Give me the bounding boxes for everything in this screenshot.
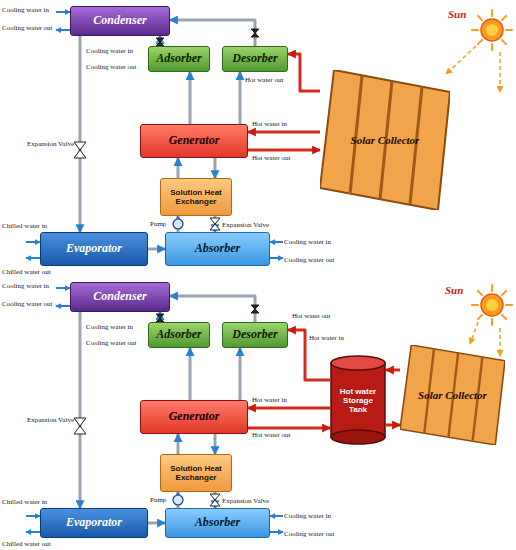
component-box: Generator [140, 124, 248, 158]
flow-label: Cooling water in [284, 512, 331, 520]
sun-label: Sun [448, 8, 466, 20]
hot-water-pipe [248, 131, 320, 134]
refrigerant-pipe [189, 72, 192, 124]
component-name: Generator [169, 410, 220, 423]
flow-label: Cooling water out [284, 530, 335, 538]
component-name: Absorber [195, 516, 240, 529]
flow-label: Cooling water in [2, 6, 49, 14]
flow-label: Hot water out [252, 431, 291, 439]
flow-label: Cooling water out [2, 24, 53, 32]
component-name: Solar Collector [418, 389, 487, 401]
flow-label: Hot water in [252, 396, 287, 404]
refrigerant-pipe [239, 72, 242, 124]
flow-label: Pump [150, 220, 166, 228]
refrigerant-pipe [79, 312, 82, 508]
hot-water-pipe [248, 149, 320, 152]
hot-water-pipe [248, 427, 330, 430]
component-name: Solar Collector [351, 134, 420, 146]
refrigerant-pipe [170, 296, 255, 322]
storage-tank: Hot water Storage Tank [330, 355, 386, 445]
refrigerant-pipe [148, 248, 165, 251]
refrigerant-pipe [79, 36, 82, 232]
component-box: Adsorber [148, 46, 210, 72]
component-name: Condenser [93, 14, 146, 27]
flow-label: Expansion Valve [20, 416, 74, 424]
component-box: Absorber [165, 508, 270, 538]
check-valve [156, 29, 259, 322]
component-box: Generator [140, 400, 248, 434]
flow-label: Cooling water in [284, 238, 331, 246]
hot-water-pipe [248, 407, 330, 410]
component-name: Absorber [195, 242, 240, 255]
component-name: Solution Heat Exchanger [164, 188, 228, 206]
component-name: Generator [169, 134, 220, 147]
flow-label: Chilled water in [2, 498, 47, 506]
component-box: Adsorber [148, 322, 210, 348]
component-name: Adsorber [156, 328, 201, 341]
refrigerant-pipe [214, 158, 217, 178]
component-box: Desorber [222, 46, 288, 72]
solar-collector: Solar Collector [400, 345, 505, 445]
flow-label: Cooling water out [86, 63, 137, 71]
component-name: Solution Heat Exchanger [164, 464, 228, 482]
flow-label: Hot water out [252, 154, 291, 162]
sun-icon [472, 285, 512, 325]
component-box: Solution Heat Exchanger [160, 178, 232, 216]
flow-label: Pump [150, 496, 166, 504]
refrigerant-pipe [189, 348, 192, 400]
sun-icon [472, 10, 512, 50]
refrigerant-pipe [177, 158, 180, 178]
refrigerant-pipe [239, 348, 242, 400]
component-name: Evaporator [66, 516, 122, 529]
component-box: Solution Heat Exchanger [160, 454, 232, 492]
refrigerant-pipe [148, 522, 165, 525]
flow-label: Chilled water out [2, 540, 51, 548]
flow-label: Hot water out [245, 76, 284, 84]
flow-label: Cooling water in [2, 282, 49, 290]
component-box: Condenser [70, 6, 170, 36]
flow-label: Cooling water out [86, 339, 137, 347]
refrigerant-pipe [177, 434, 180, 454]
flow-label: Hot water in [309, 334, 344, 342]
refrigerant-pipe [170, 20, 255, 46]
component-name: Desorber [232, 328, 277, 341]
flow-label: Expansion Valve [222, 221, 269, 229]
component-name: Adsorber [156, 52, 201, 65]
component-name: Hot water Storage Tank [334, 387, 382, 414]
flow-label: Cooling water out [2, 300, 53, 308]
component-name: Condenser [93, 290, 146, 303]
refrigerant-pipe [214, 434, 217, 454]
flow-label: Hot water in [252, 120, 287, 128]
component-box: Absorber [165, 232, 270, 266]
flow-label: Hot water out [292, 312, 331, 320]
solar-collector: Solar Collector [320, 70, 450, 210]
flow-label: Cooling water out [284, 256, 335, 264]
hot-water-pipe [386, 424, 400, 427]
flow-label: Chilled water in [2, 222, 47, 230]
component-box: Evaporator [40, 508, 148, 538]
component-box: Condenser [70, 282, 170, 312]
flow-label: Expansion Valve [222, 497, 269, 505]
water-pipe [26, 12, 283, 532]
hot-water-pipe [288, 54, 320, 91]
sun-ray [446, 46, 500, 356]
flow-label: Expansion Valve [20, 140, 74, 148]
flow-label: Chilled water out [2, 268, 51, 276]
component-box: Desorber [222, 322, 288, 348]
component-name: Desorber [232, 52, 277, 65]
component-box: Evaporator [40, 232, 148, 266]
sun-label: Sun [445, 284, 463, 296]
component-name: Evaporator [66, 242, 122, 255]
flow-label: Cooling water in [86, 323, 133, 331]
flow-label: Cooling water in [86, 47, 133, 55]
hot-water-pipe [386, 369, 400, 372]
